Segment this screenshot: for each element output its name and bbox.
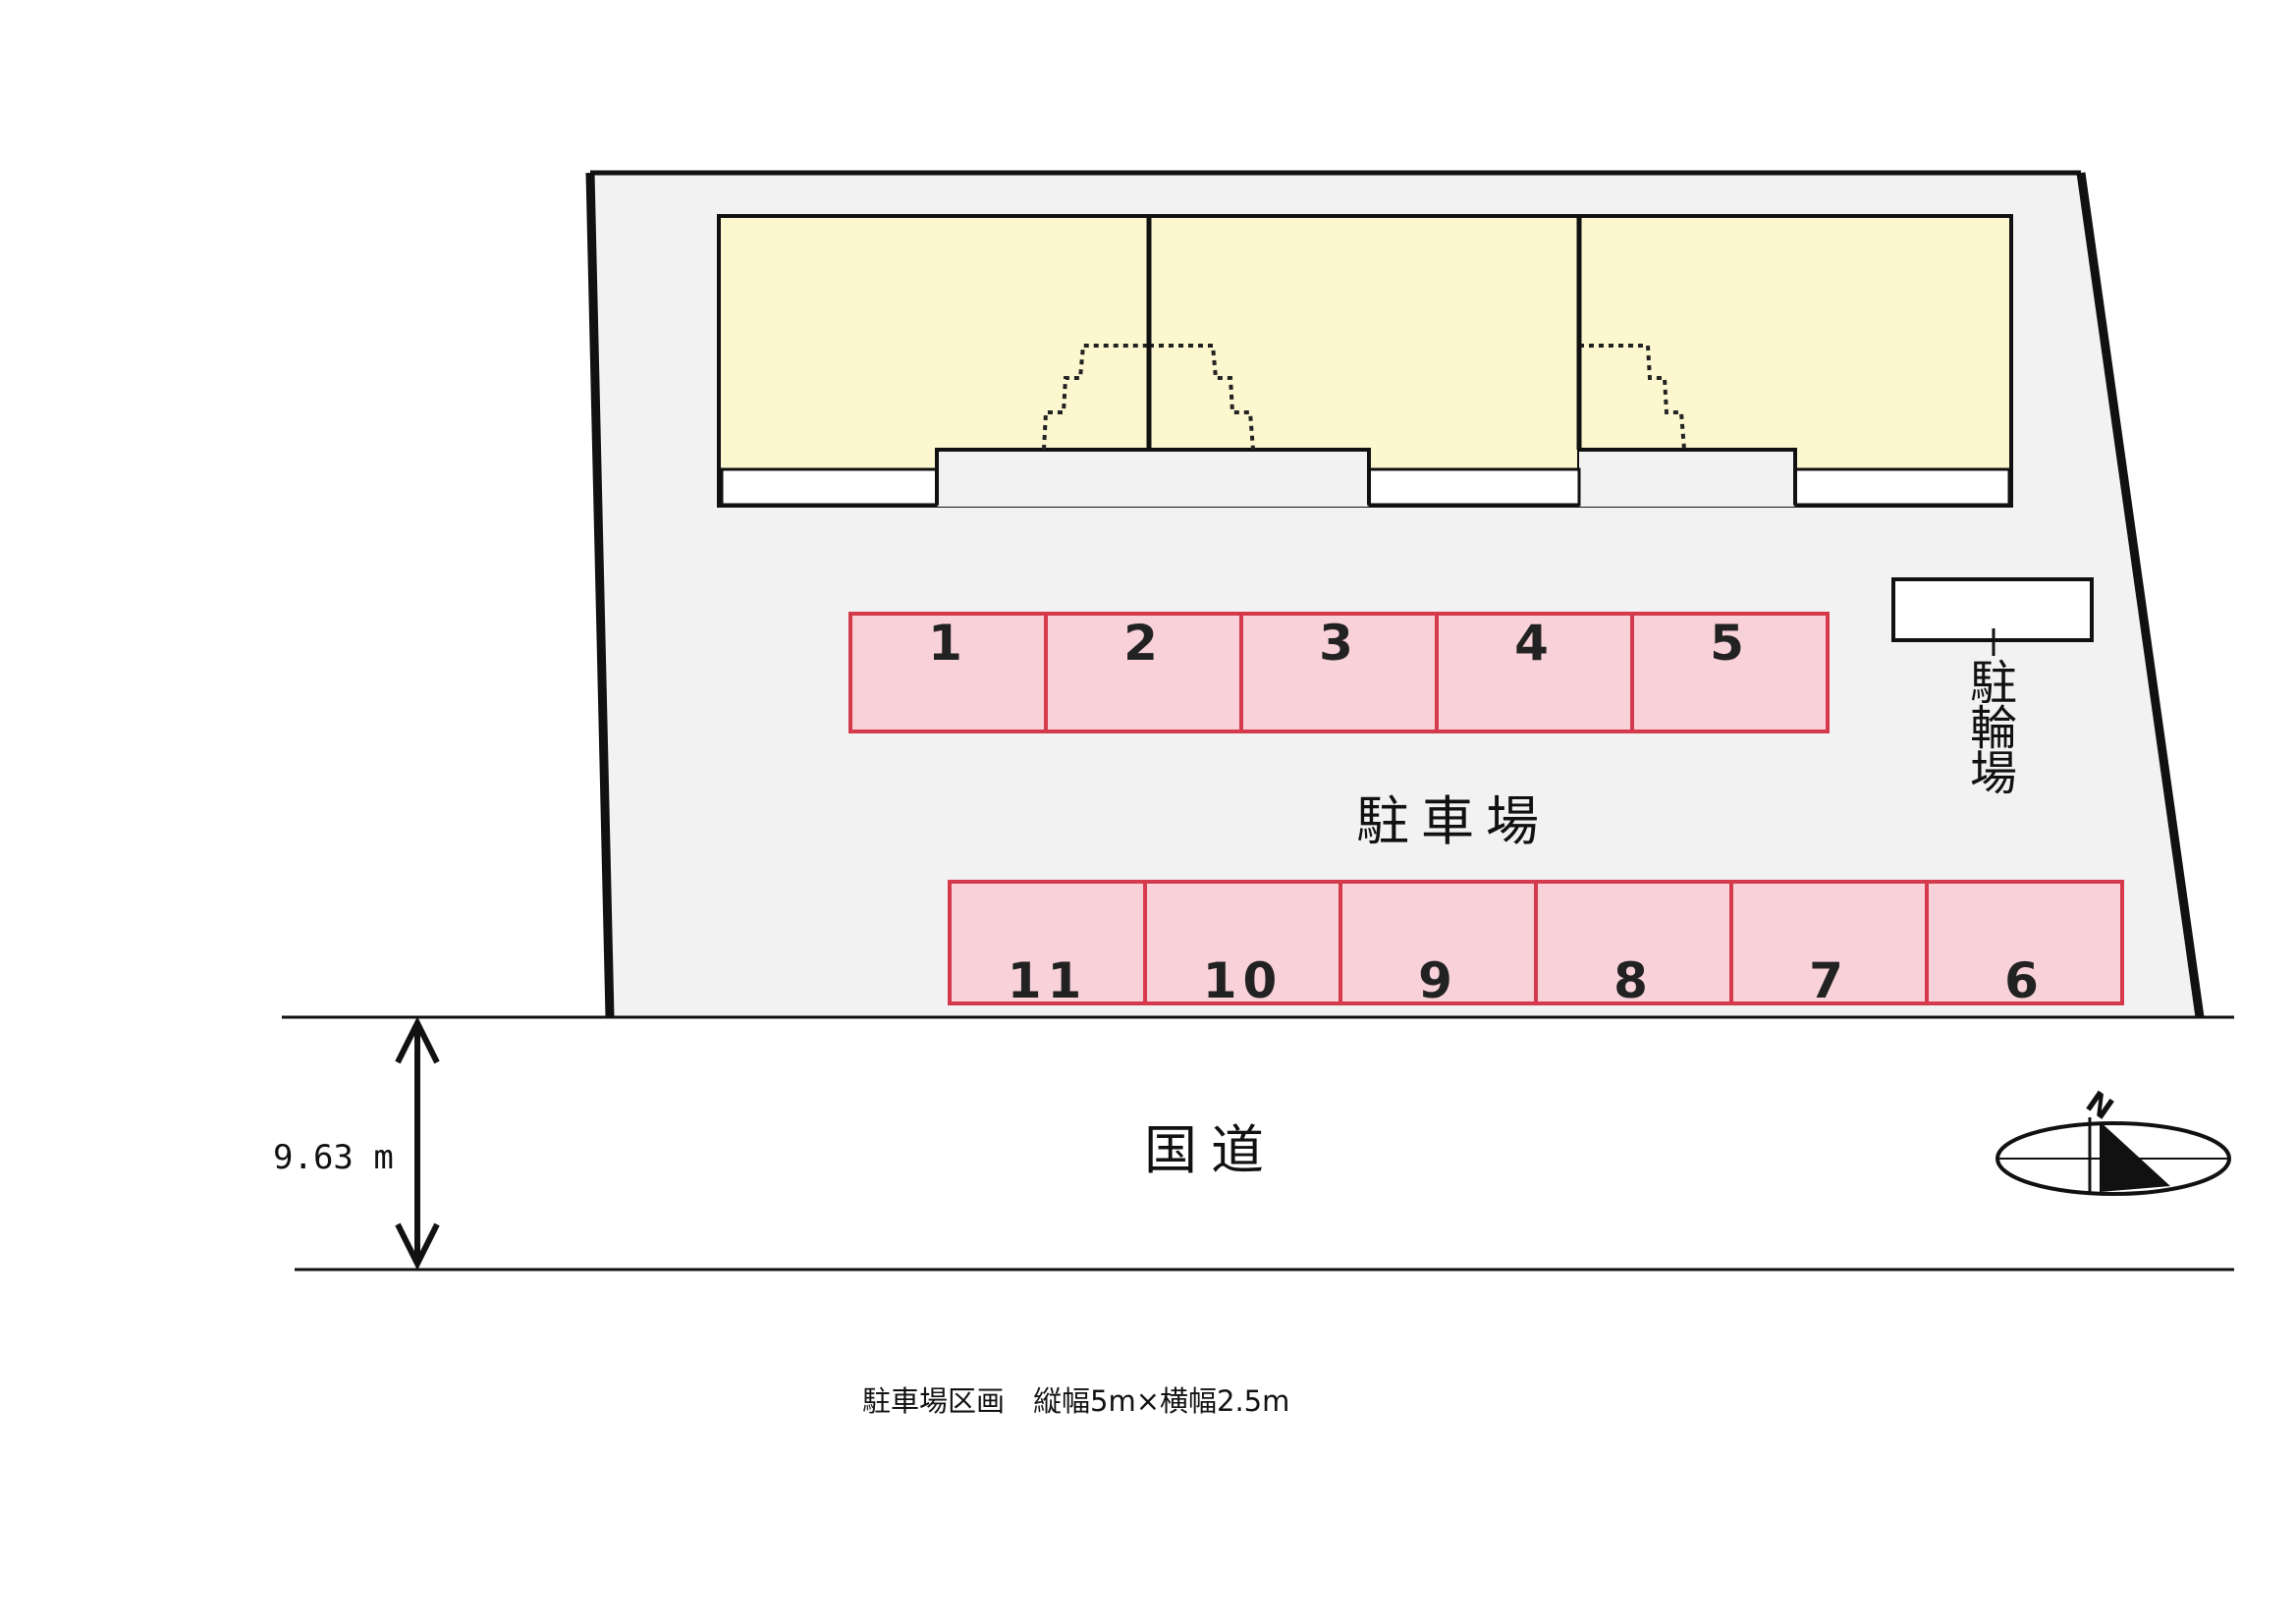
entrance-notch-1 bbox=[937, 450, 1369, 507]
parking-stall-number-6: 6 bbox=[2004, 952, 2045, 1009]
lot-right-edge bbox=[2076, 172, 2205, 1018]
bicycle-label-3: 場 bbox=[1970, 746, 2017, 801]
parking-stall-number-5: 5 bbox=[1710, 615, 1750, 672]
bicycle-label-1: 駐 bbox=[1970, 656, 2017, 711]
entrance-notch-2 bbox=[1579, 450, 1795, 507]
parking-label: 駐車場 bbox=[1356, 790, 1551, 852]
notch-outline-2 bbox=[1579, 448, 1797, 505]
parking-stall-1 bbox=[848, 612, 1048, 733]
bicycle-parking: 駐 輪 場 bbox=[1891, 577, 2094, 801]
parking-stall-number-3: 3 bbox=[1319, 615, 1359, 672]
parking-stall-number-8: 8 bbox=[1613, 952, 1654, 1009]
road-width-label: 9.63 m bbox=[273, 1138, 394, 1177]
building bbox=[717, 214, 2013, 508]
parking-stall-7 bbox=[1729, 880, 1929, 1005]
parking-row-top: 1 2 3 4 5 bbox=[848, 612, 1830, 733]
north-arrow-icon: N bbox=[1995, 1085, 2231, 1196]
parking-stall-number-10: 10 bbox=[1203, 952, 1284, 1009]
parking-stall-6 bbox=[1925, 880, 2124, 1005]
lot-left-edge bbox=[585, 172, 615, 1018]
porch-1 bbox=[720, 467, 939, 507]
north-label: N bbox=[2079, 1085, 2119, 1127]
parking-stall-5 bbox=[1630, 612, 1830, 733]
double-arrow-icon bbox=[395, 1016, 440, 1271]
parking-stall-3 bbox=[1239, 612, 1439, 733]
parking-stall-number-1: 1 bbox=[928, 615, 968, 672]
porch-2 bbox=[1367, 467, 1581, 507]
stair-dotted-3 bbox=[1579, 344, 1686, 451]
parking-stall-note: 駐車場区画 縦幅5m×横幅2.5m bbox=[862, 1384, 1289, 1418]
stair-dotted-2 bbox=[1149, 344, 1255, 451]
parking-row-bottom: 11 10 9 8 7 6 bbox=[948, 880, 2124, 1009]
bicycle-label-2: 輪 bbox=[1970, 701, 2017, 756]
road-label: 国道 bbox=[1144, 1119, 1278, 1181]
parking-stall-10 bbox=[1143, 880, 1342, 1005]
parking-stall-9 bbox=[1339, 880, 1538, 1005]
parking-stall-number-7: 7 bbox=[1809, 952, 1849, 1009]
parking-stall-number-2: 2 bbox=[1123, 615, 1164, 672]
stair-dotted-1 bbox=[1042, 344, 1149, 451]
parking-stall-2 bbox=[1044, 612, 1243, 733]
parking-stall-number-9: 9 bbox=[1418, 952, 1458, 1009]
parking-stall-number-4: 4 bbox=[1514, 615, 1555, 672]
parking-stall-11 bbox=[948, 880, 1147, 1005]
parking-stall-number-11: 11 bbox=[1008, 952, 1088, 1009]
parking-stall-4 bbox=[1435, 612, 1634, 733]
porch-3 bbox=[1793, 467, 2011, 507]
notch-outline-1 bbox=[935, 448, 1371, 505]
